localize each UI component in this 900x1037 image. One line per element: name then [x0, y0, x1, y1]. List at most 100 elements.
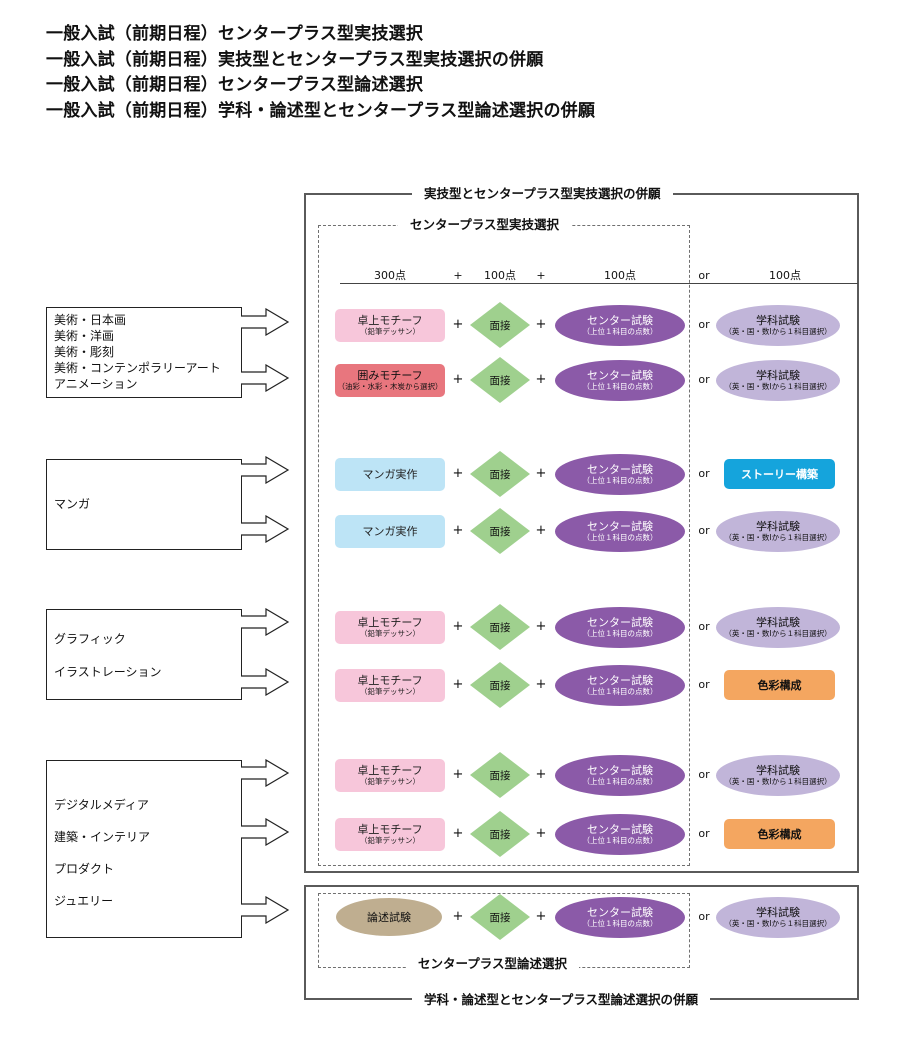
plus-sign: + — [535, 677, 547, 692]
department-label: 美術・コンテンポラリーアート — [54, 361, 221, 375]
department-label: 建築・インテリア — [54, 830, 151, 844]
interview-diamond: 面接 — [470, 357, 530, 403]
center-test-label: センター試験 — [587, 906, 653, 919]
or-label: or — [698, 524, 710, 537]
center-test-note: （上位１科目の点数） — [582, 836, 658, 845]
department-label: イラストレーション — [54, 665, 162, 679]
plus-sign: + — [452, 767, 464, 782]
outer-frame-essay-title: 学科・論述型とセンタープラス型論述選択の併願 — [412, 992, 711, 1008]
interview-label: 面接 — [489, 319, 511, 332]
page-headings: 一般入試（前期日程）センタープラス型実技選択 一般入試（前期日程）実技型とセンタ… — [46, 22, 595, 124]
center-test-label: センター試験 — [587, 823, 653, 836]
alt-exam-note: （英・国・数Ⅰから１科目選択） — [724, 382, 832, 391]
department-label: 美術・洋画 — [54, 329, 115, 343]
department-label: デジタルメディア — [54, 798, 149, 812]
practical-exam-box: マンガ実作 — [335, 515, 445, 548]
center-test-oval: センター試験（上位１科目の点数） — [555, 511, 685, 552]
column-header-practical-points: 300点 — [374, 269, 406, 282]
exam-label: 卓上モチーフ — [357, 314, 423, 327]
alt-exam-label: 学科試験 — [756, 906, 800, 919]
department-group-design: デジタルメディア 建築・インテリア プロダクト ジュエリー — [46, 760, 242, 938]
interview-diamond: 面接 — [470, 752, 530, 798]
interview-diamond: 面接 — [470, 604, 530, 650]
center-test-oval: センター試験（上位１科目の点数） — [555, 755, 685, 796]
exam-label: 卓上モチーフ — [357, 616, 423, 629]
alt-exam-note: （英・国・数Ⅰから１科目選択） — [724, 327, 832, 336]
interview-diamond: 面接 — [470, 894, 530, 940]
right-arrow-icon — [240, 667, 290, 697]
practical-exam-box: 卓上モチーフ（鉛筆デッサン） — [335, 818, 445, 851]
center-test-oval: センター試験（上位１科目の点数） — [555, 665, 685, 706]
center-test-label: センター試験 — [587, 369, 653, 382]
alt-exam-note: （英・国・数Ⅰから１科目選択） — [724, 629, 832, 638]
plus-sign: + — [452, 523, 464, 538]
plus-sign: + — [452, 619, 464, 634]
alternative-exam-box: ストーリー構築 — [724, 459, 835, 489]
alt-exam-label: 色彩構成 — [757, 827, 802, 841]
heading-3: 一般入試（前期日程）センタープラス型論述選択 — [46, 75, 424, 95]
right-arrow-icon — [240, 307, 290, 337]
exam-label: マンガ実作 — [362, 525, 418, 538]
exam-label: 卓上モチーフ — [357, 674, 423, 687]
interview-label: 面接 — [489, 374, 511, 387]
alt-exam-label: 学科試験 — [756, 314, 800, 327]
dashed-frame-essay-title: センタープラス型論述選択 — [406, 956, 580, 972]
practical-exam-box: 卓上モチーフ（鉛筆デッサン） — [335, 759, 445, 792]
department-label: 美術・彫刻 — [54, 345, 115, 359]
academic-exam-oval: 学科試験（英・国・数Ⅰから１科目選択） — [716, 511, 840, 552]
plus-sign: + — [535, 523, 547, 538]
academic-exam-oval: 学科試験（英・国・数Ⅰから１科目選択） — [716, 755, 840, 796]
interview-label: 面接 — [489, 679, 511, 692]
exam-note: （鉛筆デッサン） — [360, 777, 420, 786]
exam-note: （鉛筆デッサン） — [360, 629, 420, 638]
right-arrow-icon — [240, 895, 290, 925]
plus-sign: + — [452, 677, 464, 692]
practical-exam-box: 卓上モチーフ（鉛筆デッサン） — [335, 309, 445, 342]
alt-exam-label: ストーリー構築 — [741, 467, 818, 481]
plus-sign: + — [452, 466, 464, 481]
column-header-plus-2: + — [536, 269, 546, 282]
outer-frame-practical-title: 実技型とセンタープラス型実技選択の併願 — [412, 186, 673, 202]
center-test-note: （上位１科目の点数） — [582, 919, 658, 928]
interview-label: 面接 — [489, 468, 511, 481]
alt-exam-note: （英・国・数Ⅰから１科目選択） — [724, 777, 832, 786]
interview-diamond: 面接 — [470, 451, 530, 497]
plus-sign: + — [535, 317, 547, 332]
practical-exam-box: 囲みモチーフ（油彩・水彩・木炭から選択） — [335, 364, 445, 397]
interview-diamond: 面接 — [470, 508, 530, 554]
or-label: or — [698, 768, 710, 781]
exam-note: （鉛筆デッサン） — [360, 327, 420, 336]
center-test-oval: センター試験（上位１科目の点数） — [555, 305, 685, 346]
center-test-label: センター試験 — [587, 674, 653, 687]
or-label: or — [698, 373, 710, 386]
academic-exam-oval: 学科試験（英・国・数Ⅰから１科目選択） — [716, 607, 840, 648]
academic-exam-oval: 学科試験（英・国・数Ⅰから１科目選択） — [716, 360, 840, 401]
exam-label: 卓上モチーフ — [357, 823, 423, 836]
center-test-note: （上位１科目の点数） — [582, 687, 658, 696]
or-label: or — [698, 910, 710, 923]
right-arrow-icon — [240, 514, 290, 544]
heading-4: 一般入試（前期日程）学科・論述型とセンタープラス型論述選択の併願 — [46, 100, 596, 121]
column-header-rule — [340, 283, 858, 284]
center-test-note: （上位１科目の点数） — [582, 629, 658, 638]
plus-sign: + — [452, 826, 464, 841]
practical-exam-box: 卓上モチーフ（鉛筆デッサン） — [335, 669, 445, 702]
interview-diamond: 面接 — [470, 302, 530, 348]
center-test-oval: センター試験（上位１科目の点数） — [555, 360, 685, 401]
dashed-frame-practical-title: センタープラス型実技選択 — [398, 217, 572, 233]
department-label: マンガ — [54, 497, 91, 511]
plus-sign: + — [452, 317, 464, 332]
interview-label: 面接 — [489, 828, 511, 841]
column-header-plus-1: + — [453, 269, 463, 282]
column-header-center-points: 100点 — [604, 269, 636, 282]
right-arrow-icon — [240, 817, 290, 847]
plus-sign: + — [535, 909, 547, 924]
interview-label: 面接 — [489, 525, 511, 538]
center-test-oval: センター試験（上位１科目の点数） — [555, 897, 685, 938]
plus-sign: + — [535, 767, 547, 782]
heading-2: 一般入試（前期日程）実技型とセンタープラス型実技選択の併願 — [46, 49, 544, 70]
plus-sign: + — [535, 466, 547, 481]
center-test-label: センター試験 — [587, 314, 653, 327]
academic-exam-oval: 学科試験（英・国・数Ⅰから１科目選択） — [716, 305, 840, 346]
interview-label: 面接 — [489, 769, 511, 782]
